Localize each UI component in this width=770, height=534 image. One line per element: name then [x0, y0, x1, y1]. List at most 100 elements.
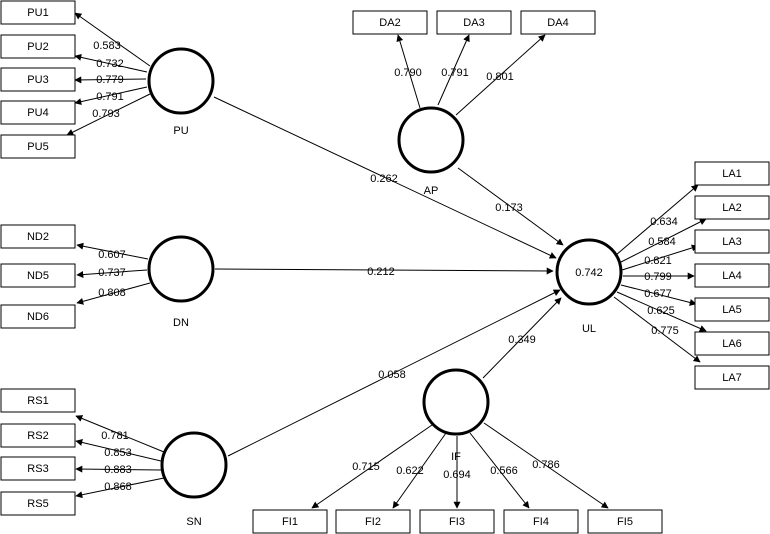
indicator-box-la6[interactable]	[694, 331, 770, 356]
loading-line-nd6	[76, 282, 151, 305]
indicator-label-la2: LA2	[722, 202, 742, 214]
indicator-box-pu3[interactable]	[0, 67, 76, 92]
path-if-ul	[482, 297, 562, 379]
construct-ul[interactable]	[555, 238, 623, 306]
indicator-box-fi5[interactable]	[587, 509, 663, 534]
loading-line-da2	[396, 34, 421, 109]
construct-label-ap: AP	[424, 185, 439, 197]
indicator-label-fi4: FI4	[533, 516, 549, 528]
indicator-box-da4[interactable]	[520, 10, 596, 35]
construct-sn[interactable]	[160, 431, 228, 499]
indicator-label-nd6: ND6	[27, 311, 49, 323]
loading-value-pu4: 0.791	[96, 91, 124, 103]
construct-if[interactable]	[422, 368, 490, 436]
indicator-box-nd6[interactable]	[0, 304, 76, 329]
indicator-labels: PU1 PU2 PU3 PU4 PU5 DA2 DA3 DA4 ND2 ND5 …	[27, 7, 742, 528]
path-coefficient-dn-ul: 0.212	[367, 266, 395, 278]
loading-line-fi5	[483, 422, 609, 509]
loading-line-nd5	[76, 269, 148, 279]
indicator-box-fi1[interactable]	[252, 509, 328, 534]
loading-value-da4: 0.801	[486, 71, 514, 83]
indicator-label-rs5: RS5	[27, 498, 48, 510]
loading-value-da3: 0.791	[441, 67, 469, 79]
indicator-box-rs1[interactable]	[0, 388, 76, 413]
indicator-box-rs2[interactable]	[0, 423, 76, 448]
indicator-label-rs2: RS2	[27, 430, 48, 442]
indicator-box-la7[interactable]	[694, 365, 770, 390]
loading-value-pu2: 0.732	[96, 58, 124, 70]
indicator-box-pu2[interactable]	[0, 34, 76, 59]
indicator-label-fi1: FI1	[282, 516, 298, 528]
loading-line-la7	[613, 296, 701, 363]
loading-value-nd2: 0.607	[98, 249, 126, 261]
loading-line-rs3	[75, 465, 162, 473]
loading-value-fi3: 0.694	[443, 469, 471, 481]
construct-names: PU AP DN UL SN IF 0.742	[173, 125, 603, 528]
indicator-label-pu3: PU3	[27, 74, 48, 86]
loading-value-nd5: 0.737	[98, 267, 126, 279]
indicator-box-pu4[interactable]	[0, 100, 76, 125]
indicator-label-pu4: PU4	[27, 107, 48, 119]
loading-value-la2: 0.584	[648, 236, 676, 248]
indicator-box-fi4[interactable]	[503, 509, 579, 534]
path-coefficient-ap-ul: 0.173	[495, 202, 523, 214]
loading-value-rs2: 0.853	[104, 447, 132, 459]
path-coefficient-pu-ul: 0.262	[370, 173, 398, 185]
indicator-label-nd2: ND2	[27, 231, 49, 243]
indicator-label-la7: LA7	[722, 372, 742, 384]
loading-line-la3	[621, 244, 699, 271]
indicator-box-fi3[interactable]	[419, 509, 495, 534]
loading-line-fi4	[469, 432, 530, 509]
indicator-box-la4[interactable]	[694, 263, 770, 288]
loading-value-la4: 0.799	[644, 271, 672, 283]
loading-line-pu2	[74, 53, 148, 73]
indicator-label-pu5: PU5	[27, 141, 48, 153]
loading-value-pu1: 0.583	[93, 40, 121, 52]
indicator-label-la3: LA3	[722, 236, 742, 248]
indicator-box-la1[interactable]	[694, 161, 770, 186]
loading-value-rs1: 0.781	[101, 430, 129, 442]
construct-dn[interactable]	[147, 235, 215, 303]
indicator-box-da3[interactable]	[436, 10, 512, 35]
indicator-box-da2[interactable]	[352, 10, 428, 35]
indicator-label-fi2: FI2	[365, 516, 381, 528]
construct-label-ul: UL	[582, 323, 596, 335]
construct-label-dn: DN	[173, 317, 189, 329]
construct-ap[interactable]	[397, 106, 465, 174]
indicator-box-pu1[interactable]	[0, 0, 76, 25]
loading-value-rs5: 0.868	[104, 481, 132, 493]
loading-value-fi5: 0.786	[532, 459, 560, 471]
loading-line-pu3	[74, 76, 147, 84]
indicator-box-nd2[interactable]	[0, 224, 76, 249]
indicator-label-da4: DA4	[547, 17, 568, 29]
path-coefficients: 0.262 0.173 0.212 0.058 0.349	[367, 173, 536, 381]
indicator-box-nd5[interactable]	[0, 263, 76, 288]
loading-value-pu3: 0.779	[96, 74, 124, 86]
indicator-box-rs5[interactable]	[0, 491, 76, 516]
loading-line-fi1	[311, 424, 433, 509]
indicator-box-la2[interactable]	[694, 195, 770, 220]
indicator-label-la1: LA1	[722, 168, 742, 180]
indicator-box-la5[interactable]	[694, 297, 770, 322]
indicator-label-la5: LA5	[722, 304, 742, 316]
loading-line-rs5	[75, 477, 165, 499]
indicator-box-la3[interactable]	[694, 229, 770, 254]
loading-line-rs2	[75, 439, 162, 462]
loading-line-nd2	[76, 242, 149, 260]
indicator-label-la6: LA6	[722, 338, 742, 350]
indicator-label-rs3: RS3	[27, 463, 48, 475]
indicator-box-pu5[interactable]	[0, 134, 76, 159]
indicator-box-fi2[interactable]	[335, 509, 411, 534]
loading-line-la1	[615, 184, 699, 256]
construct-pu[interactable]	[147, 47, 215, 115]
indicator-box-rs3[interactable]	[0, 456, 76, 481]
path-sn-ul	[227, 289, 561, 457]
construct-label-pu: PU	[173, 125, 188, 137]
loading-line-rs1	[75, 415, 165, 453]
loading-value-la7: 0.775	[651, 325, 679, 337]
loading-value-nd6: 0.808	[98, 287, 126, 299]
indicator-label-rs1: RS1	[27, 395, 48, 407]
loading-line-da4	[455, 34, 546, 116]
